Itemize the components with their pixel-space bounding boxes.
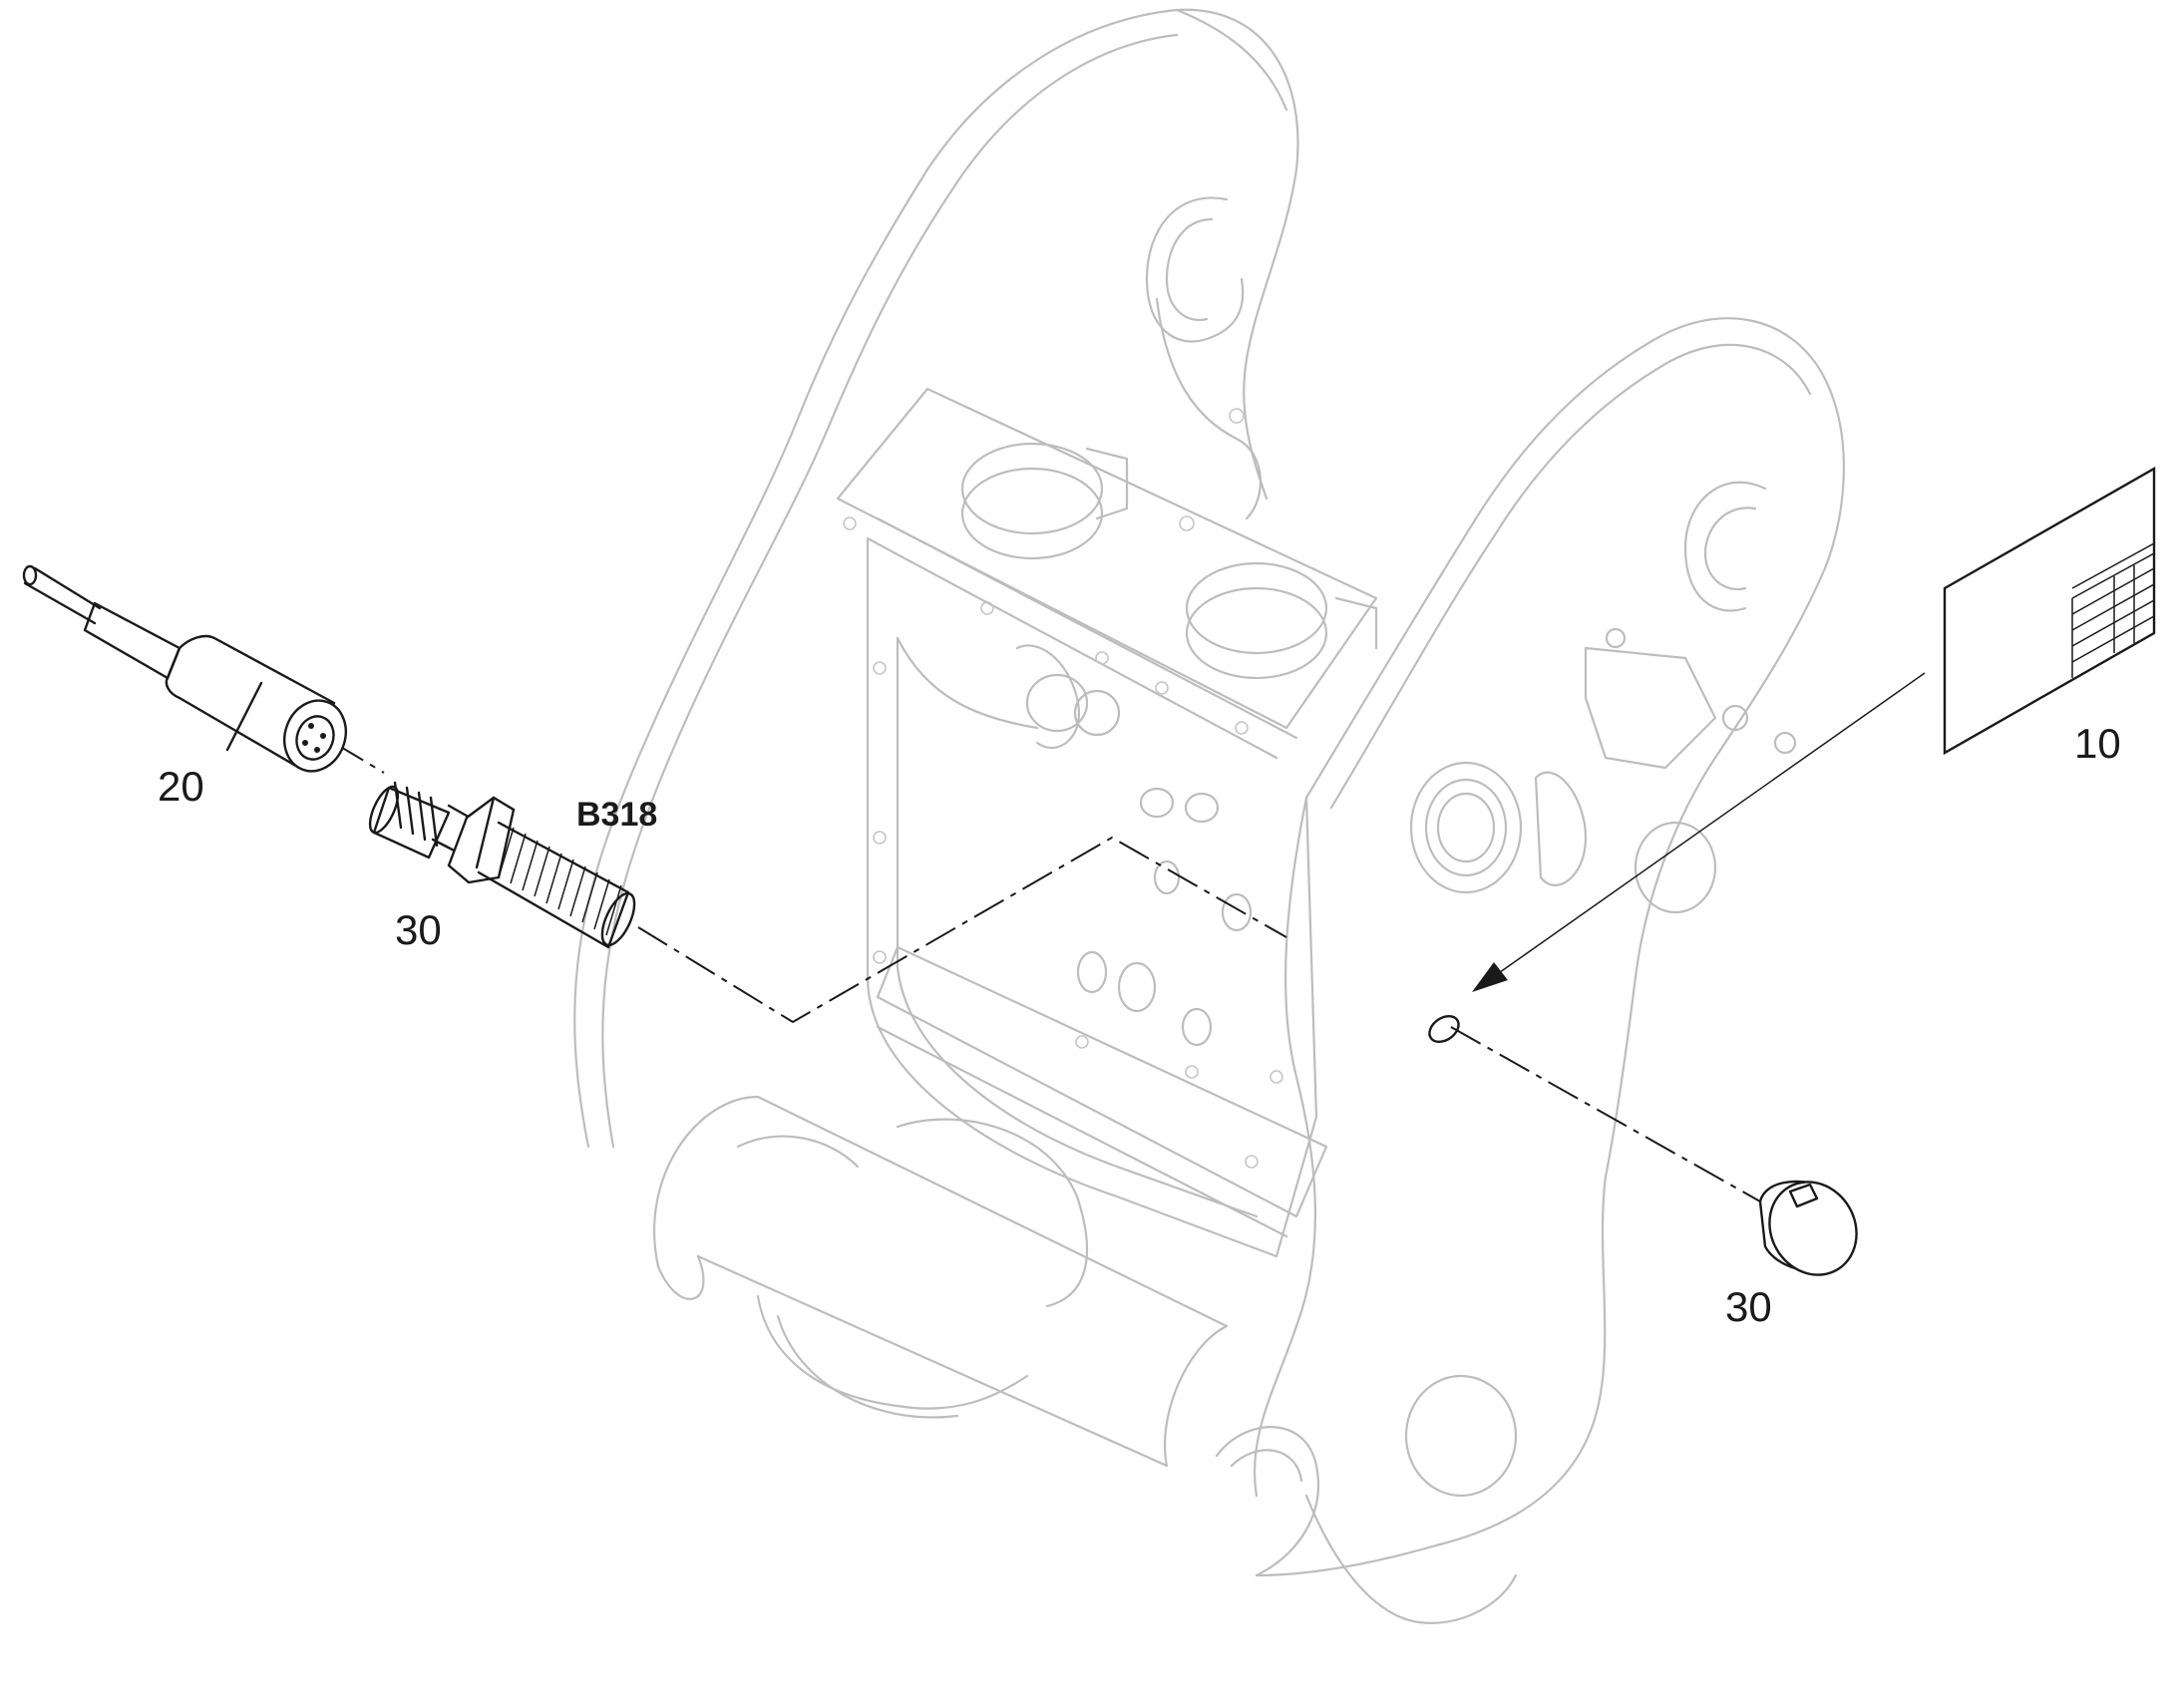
callout-b318: B318 — [576, 796, 657, 834]
part-30-cap — [1758, 1180, 1858, 1276]
lower-pin-bore — [1404, 1374, 1518, 1498]
right-plate-hook — [1683, 481, 1767, 612]
callout-30-cap: 30 — [1725, 1283, 1772, 1330]
connector-face — [283, 699, 347, 773]
right-side-plate — [1255, 317, 1846, 1577]
part-30-proximity-sensor — [368, 781, 636, 949]
mounting-frame — [573, 8, 1846, 1624]
left-side-plate — [573, 8, 1299, 1149]
left-plate-hook — [1145, 196, 1245, 343]
inner-frame — [866, 536, 1318, 1258]
upper-cross-member — [836, 387, 1378, 730]
lower-cross-member — [876, 945, 1328, 1218]
part-10-decal — [1943, 466, 2156, 756]
callout-30-sensor: 30 — [395, 906, 442, 953]
sensor-mounting-hole — [1428, 1014, 1460, 1044]
right-plate-window — [1584, 646, 1717, 770]
rear-pin-tube — [652, 1095, 1229, 1468]
callout-10: 10 — [2074, 720, 2121, 767]
cap-centerline — [1450, 1026, 1761, 1202]
callout-labels: 20 30 B318 30 10 — [158, 720, 2121, 1330]
sensor-centerline — [637, 836, 1287, 1024]
callout-20: 20 — [158, 763, 204, 810]
cylinder-mount-right — [1185, 561, 1328, 655]
decal-leader — [1472, 672, 1926, 992]
part-20-cable-connector — [22, 564, 347, 773]
right-plate-bore — [1409, 761, 1523, 894]
arrow-head-icon — [1472, 962, 1508, 992]
cylinder-mount-left — [960, 442, 1104, 535]
assembly-centerlines — [333, 742, 1761, 1202]
